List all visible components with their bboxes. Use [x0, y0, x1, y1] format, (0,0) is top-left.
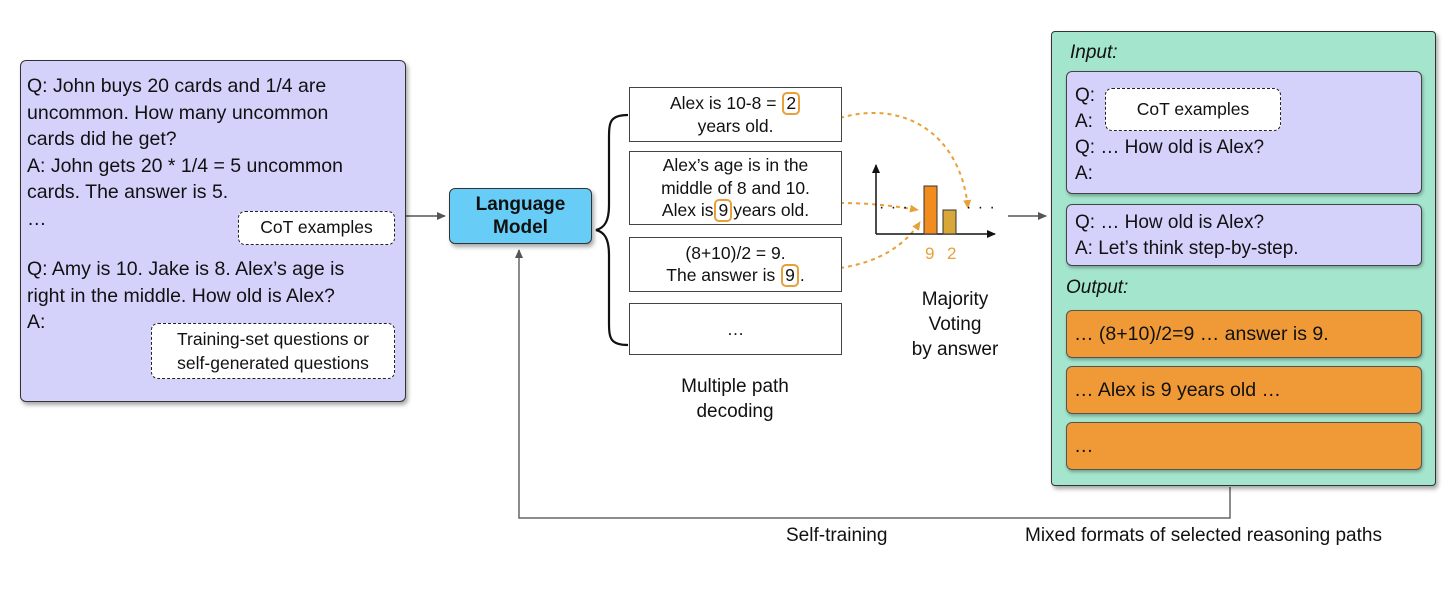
path-text: … — [726, 318, 745, 339]
arrow-path1-to-bar — [839, 111, 972, 209]
caption-line: Voting — [928, 314, 982, 335]
caption-line: decoding — [696, 401, 774, 422]
dots-right: · · · — [966, 199, 996, 216]
path-text: years old. — [697, 115, 774, 136]
question-examples: Q: John buys 20 cards and 1/4 are uncomm… — [27, 73, 343, 232]
input-label: Input: — [1070, 42, 1118, 63]
bar-label-2: 2 — [947, 244, 957, 263]
reasoning-path-4: … — [629, 303, 842, 355]
qa-line: A: — [1075, 163, 1093, 184]
arrow-path3-to-bar — [839, 221, 921, 269]
path-text: middle of 8 and 10. — [661, 177, 810, 198]
cot-examples-tag-input: CoT examples — [1105, 88, 1281, 131]
target-question: Q: Amy is 10. Jake is 8. Alex’s age is r… — [27, 256, 344, 336]
output-box-2: … Alex is 9 years old … — [1066, 366, 1422, 414]
brace — [595, 113, 629, 347]
vote-bar-9 — [923, 185, 938, 235]
output-box-1: … (8+10)/2=9 … answer is 9. — [1066, 310, 1422, 358]
path-text: The answer is — [666, 265, 776, 286]
question-line: right in the middle. How old is Alex? — [27, 284, 335, 307]
question-line: Q: John buys 20 cards and 1/4 are — [27, 75, 327, 97]
output-label: Output: — [1066, 277, 1129, 298]
input-box-zero-shot: Q: … How old is Alex? A: Let’s think ste… — [1066, 204, 1422, 266]
output-box-3: … — [1066, 422, 1422, 470]
path-text: Alex’s age is in the — [662, 155, 809, 175]
majority-voting-caption: Majority Voting by answer — [880, 287, 1030, 362]
answer-highlight: 9 — [781, 264, 799, 288]
reasoning-path-2: Alex’s age is in the middle of 8 and 10.… — [629, 151, 842, 225]
path-text: Alex is — [661, 200, 714, 220]
path-text: Alex is 10-8 = — [669, 92, 777, 113]
qa-line: A: — [1075, 111, 1093, 132]
arrow-path2-to-bar — [839, 202, 919, 213]
mixed-formats-label: Mixed formats of selected reasoning path… — [1025, 525, 1382, 546]
path-text: (8+10)/2 = 9. — [685, 242, 786, 263]
training-questions-tag: Training-set questions or self-generated… — [151, 323, 395, 379]
caption-line: Multiple path — [681, 376, 789, 397]
reasoning-path-1: Alex is 10-8 = 2 years old. — [629, 87, 842, 142]
question-line: … — [27, 207, 47, 230]
question-line: A: John gets 20 * 1/4 = 5 uncommon — [27, 154, 343, 177]
caption-line: Majority — [921, 289, 989, 310]
path-text: . — [799, 265, 805, 286]
answer-highlight: 9 — [714, 199, 733, 222]
reasoning-path-3: (8+10)/2 = 9. The answer is 9. — [629, 237, 842, 292]
tag-line: Training-set questions or — [177, 329, 369, 349]
qa-line: A: Let’s think step-by-step. — [1075, 238, 1299, 259]
self-training-label: Self-training — [786, 525, 888, 546]
question-line: Q: Amy is 10. Jake is 8. Alex’s age is — [27, 258, 345, 280]
caption-line: by answer — [911, 339, 999, 360]
path-text: years old. — [733, 200, 810, 220]
vote-bar-2 — [942, 209, 957, 235]
qa-line: Q: … How old is Alex? — [1075, 137, 1265, 158]
qa-line: Q: — [1075, 85, 1096, 106]
tag-line: self-generated questions — [177, 353, 369, 373]
lm-label-line2: Model — [493, 217, 548, 238]
qa-line: Q: … How old is Alex? — [1075, 212, 1265, 233]
answer-highlight: 2 — [782, 91, 801, 115]
language-model-box: Language Model — [449, 188, 592, 244]
question-line: A: — [27, 311, 46, 333]
self-training-loop — [515, 249, 1231, 519]
bar-label-9: 9 — [925, 244, 935, 263]
lm-label-line1: Language — [475, 194, 566, 215]
dots-left: · · · — [879, 199, 909, 216]
question-line: cards. The answer is 5. — [27, 181, 229, 203]
multiple-path-caption: Multiple path decoding — [640, 374, 830, 424]
question-line: uncommon. How many uncommon — [27, 101, 329, 124]
cot-examples-tag: CoT examples — [238, 211, 395, 245]
question-line: cards did he get? — [27, 128, 177, 150]
